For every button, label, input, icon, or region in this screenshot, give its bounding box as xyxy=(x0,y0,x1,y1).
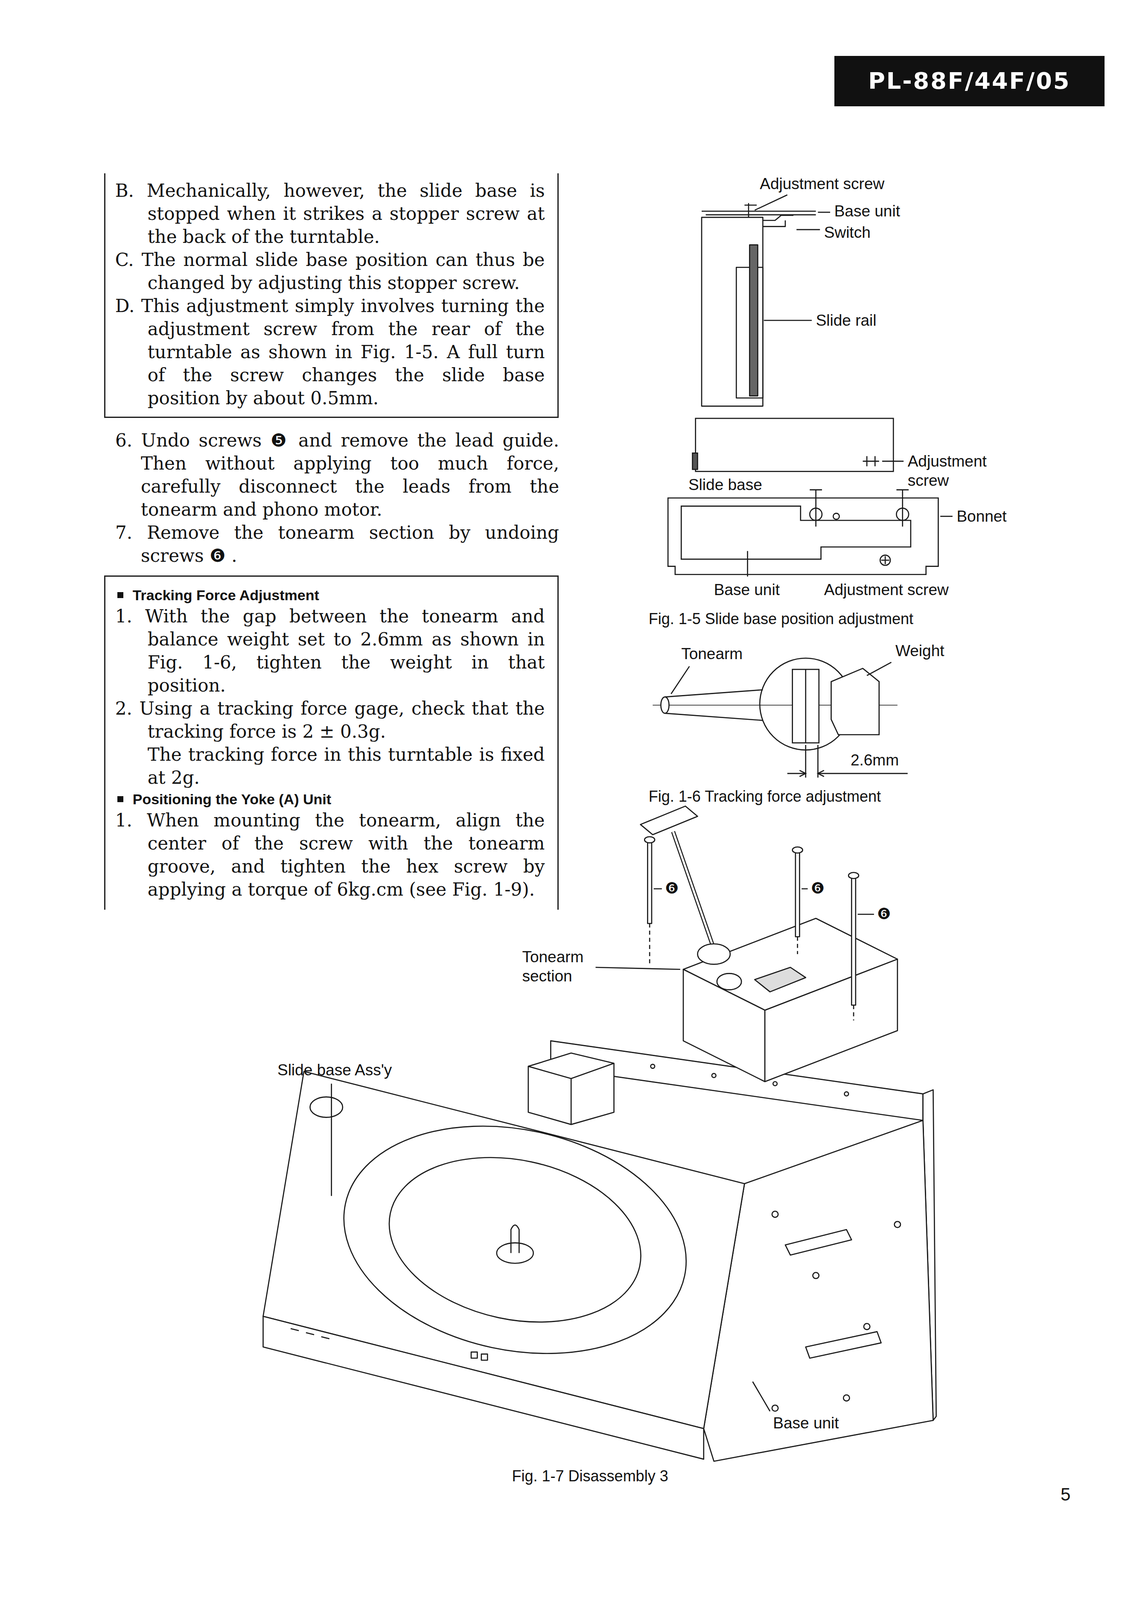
part-label: Adjustment screw xyxy=(907,451,1015,490)
tonearm-weight-figure xyxy=(652,658,908,778)
slide-rail-figure xyxy=(701,195,831,407)
note-box: B. Mechanically, however, the slide base… xyxy=(104,173,560,418)
step-text: 6. Undo screws ❺ and remove the lead gui… xyxy=(115,428,560,522)
part-label: Base unit xyxy=(714,580,780,600)
callout-number: ❻ xyxy=(877,904,891,924)
heading-row: Positioning the Yoke (A) Unit xyxy=(115,789,546,809)
disassembly-figure xyxy=(263,805,937,1461)
list-item: C. The normal slide base position can th… xyxy=(115,248,546,295)
part-label: Slide rail xyxy=(816,310,877,330)
header-band: PL-88F/44F/05 xyxy=(834,55,1105,106)
part-label: Base unit xyxy=(834,201,901,221)
part-label: Switch xyxy=(824,222,871,242)
part-label: Adjustment screw xyxy=(759,174,885,194)
adjustment-box: Tracking Force Adjustment1. With the gap… xyxy=(104,575,560,910)
model-number: PL-88F/44F/05 xyxy=(868,67,1071,95)
figure-caption: Fig. 1-7 Disassembly 3 xyxy=(512,1466,669,1486)
part-label: Tonearm xyxy=(681,644,743,664)
part-label: Slide base xyxy=(688,475,763,495)
figure-caption: Fig. 1-5 Slide base position adjustment xyxy=(648,609,914,629)
part-label: Bonnet xyxy=(956,506,1007,526)
step-text: 7. Remove the tonearm section by undoing… xyxy=(115,521,560,568)
part-label: Weight xyxy=(895,641,945,661)
part-label: Tonearm section xyxy=(521,947,604,986)
list-item: 1. With the gap between the tonearm and … xyxy=(115,604,546,697)
dimension-label: 2.6mm xyxy=(850,750,899,770)
callout-number: ❻ xyxy=(810,878,825,898)
figure-caption: Fig. 1-6 Tracking force adjustment xyxy=(648,787,881,806)
section-heading: Tracking Force Adjustment xyxy=(132,585,546,605)
part-label: Adjustment screw xyxy=(824,580,949,600)
list-item: D. This adjustment simply involves turni… xyxy=(115,294,546,410)
bonnet-figure xyxy=(667,489,953,577)
section-heading: Positioning the Yoke (A) Unit xyxy=(132,789,546,809)
list-item: 2. Using a tracking force gage, check th… xyxy=(115,696,546,744)
part-label: Slide base Ass'y xyxy=(277,1060,392,1080)
list-item: B. Mechanically, however, the slide base… xyxy=(115,179,546,249)
list-item: 1. When mounting the tonearm, align the … xyxy=(115,808,546,901)
bullet-square xyxy=(117,591,124,598)
paragraph: The tracking force in this turntable is … xyxy=(115,743,546,790)
part-label: Base unit xyxy=(772,1413,839,1433)
heading-row: Tracking Force Adjustment xyxy=(115,585,546,605)
page-number: 5 xyxy=(1060,1483,1071,1505)
bullet-square xyxy=(117,795,124,802)
callout-number: ❻ xyxy=(664,878,679,898)
slide-base-figure xyxy=(692,418,904,472)
